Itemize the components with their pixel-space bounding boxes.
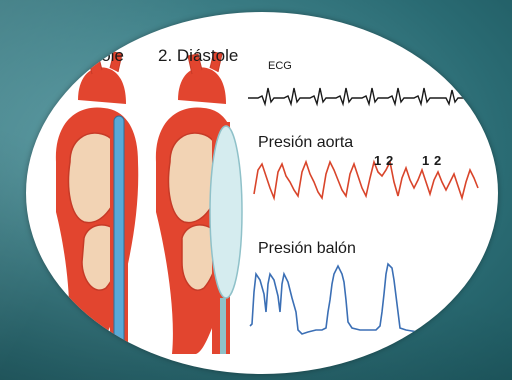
heart-systole — [56, 52, 138, 354]
phase-marker-2a: 2 — [386, 153, 393, 168]
balloon-pressure-label: Presión balón — [258, 240, 356, 258]
aorta-pressure-trace — [254, 162, 478, 198]
ecg-trace — [248, 88, 492, 104]
heart-systole-vessel-top — [78, 67, 126, 104]
balloon-pressure-trace — [250, 264, 486, 334]
phase-marker-2b: 2 — [434, 153, 441, 168]
phase-marker-1a: 1 — [374, 153, 381, 168]
balloon-catheter — [220, 298, 226, 354]
balloon-deflated — [114, 116, 124, 354]
systole-label: stole — [88, 46, 124, 66]
ecg-label: ECG — [268, 60, 292, 72]
illustration-oval: stole 2. Diástole ECG Presión aorta Pres… — [26, 12, 498, 374]
diastole-label: 2. Diástole — [158, 46, 238, 66]
phase-marker-1b: 1 — [422, 153, 429, 168]
balloon-inflated — [210, 126, 242, 298]
heart-diastole-vessel-top — [178, 67, 226, 104]
aorta-pressure-label: Presión aorta — [258, 134, 353, 152]
heart-diastole — [156, 52, 242, 354]
illustration-svg — [26, 12, 498, 374]
